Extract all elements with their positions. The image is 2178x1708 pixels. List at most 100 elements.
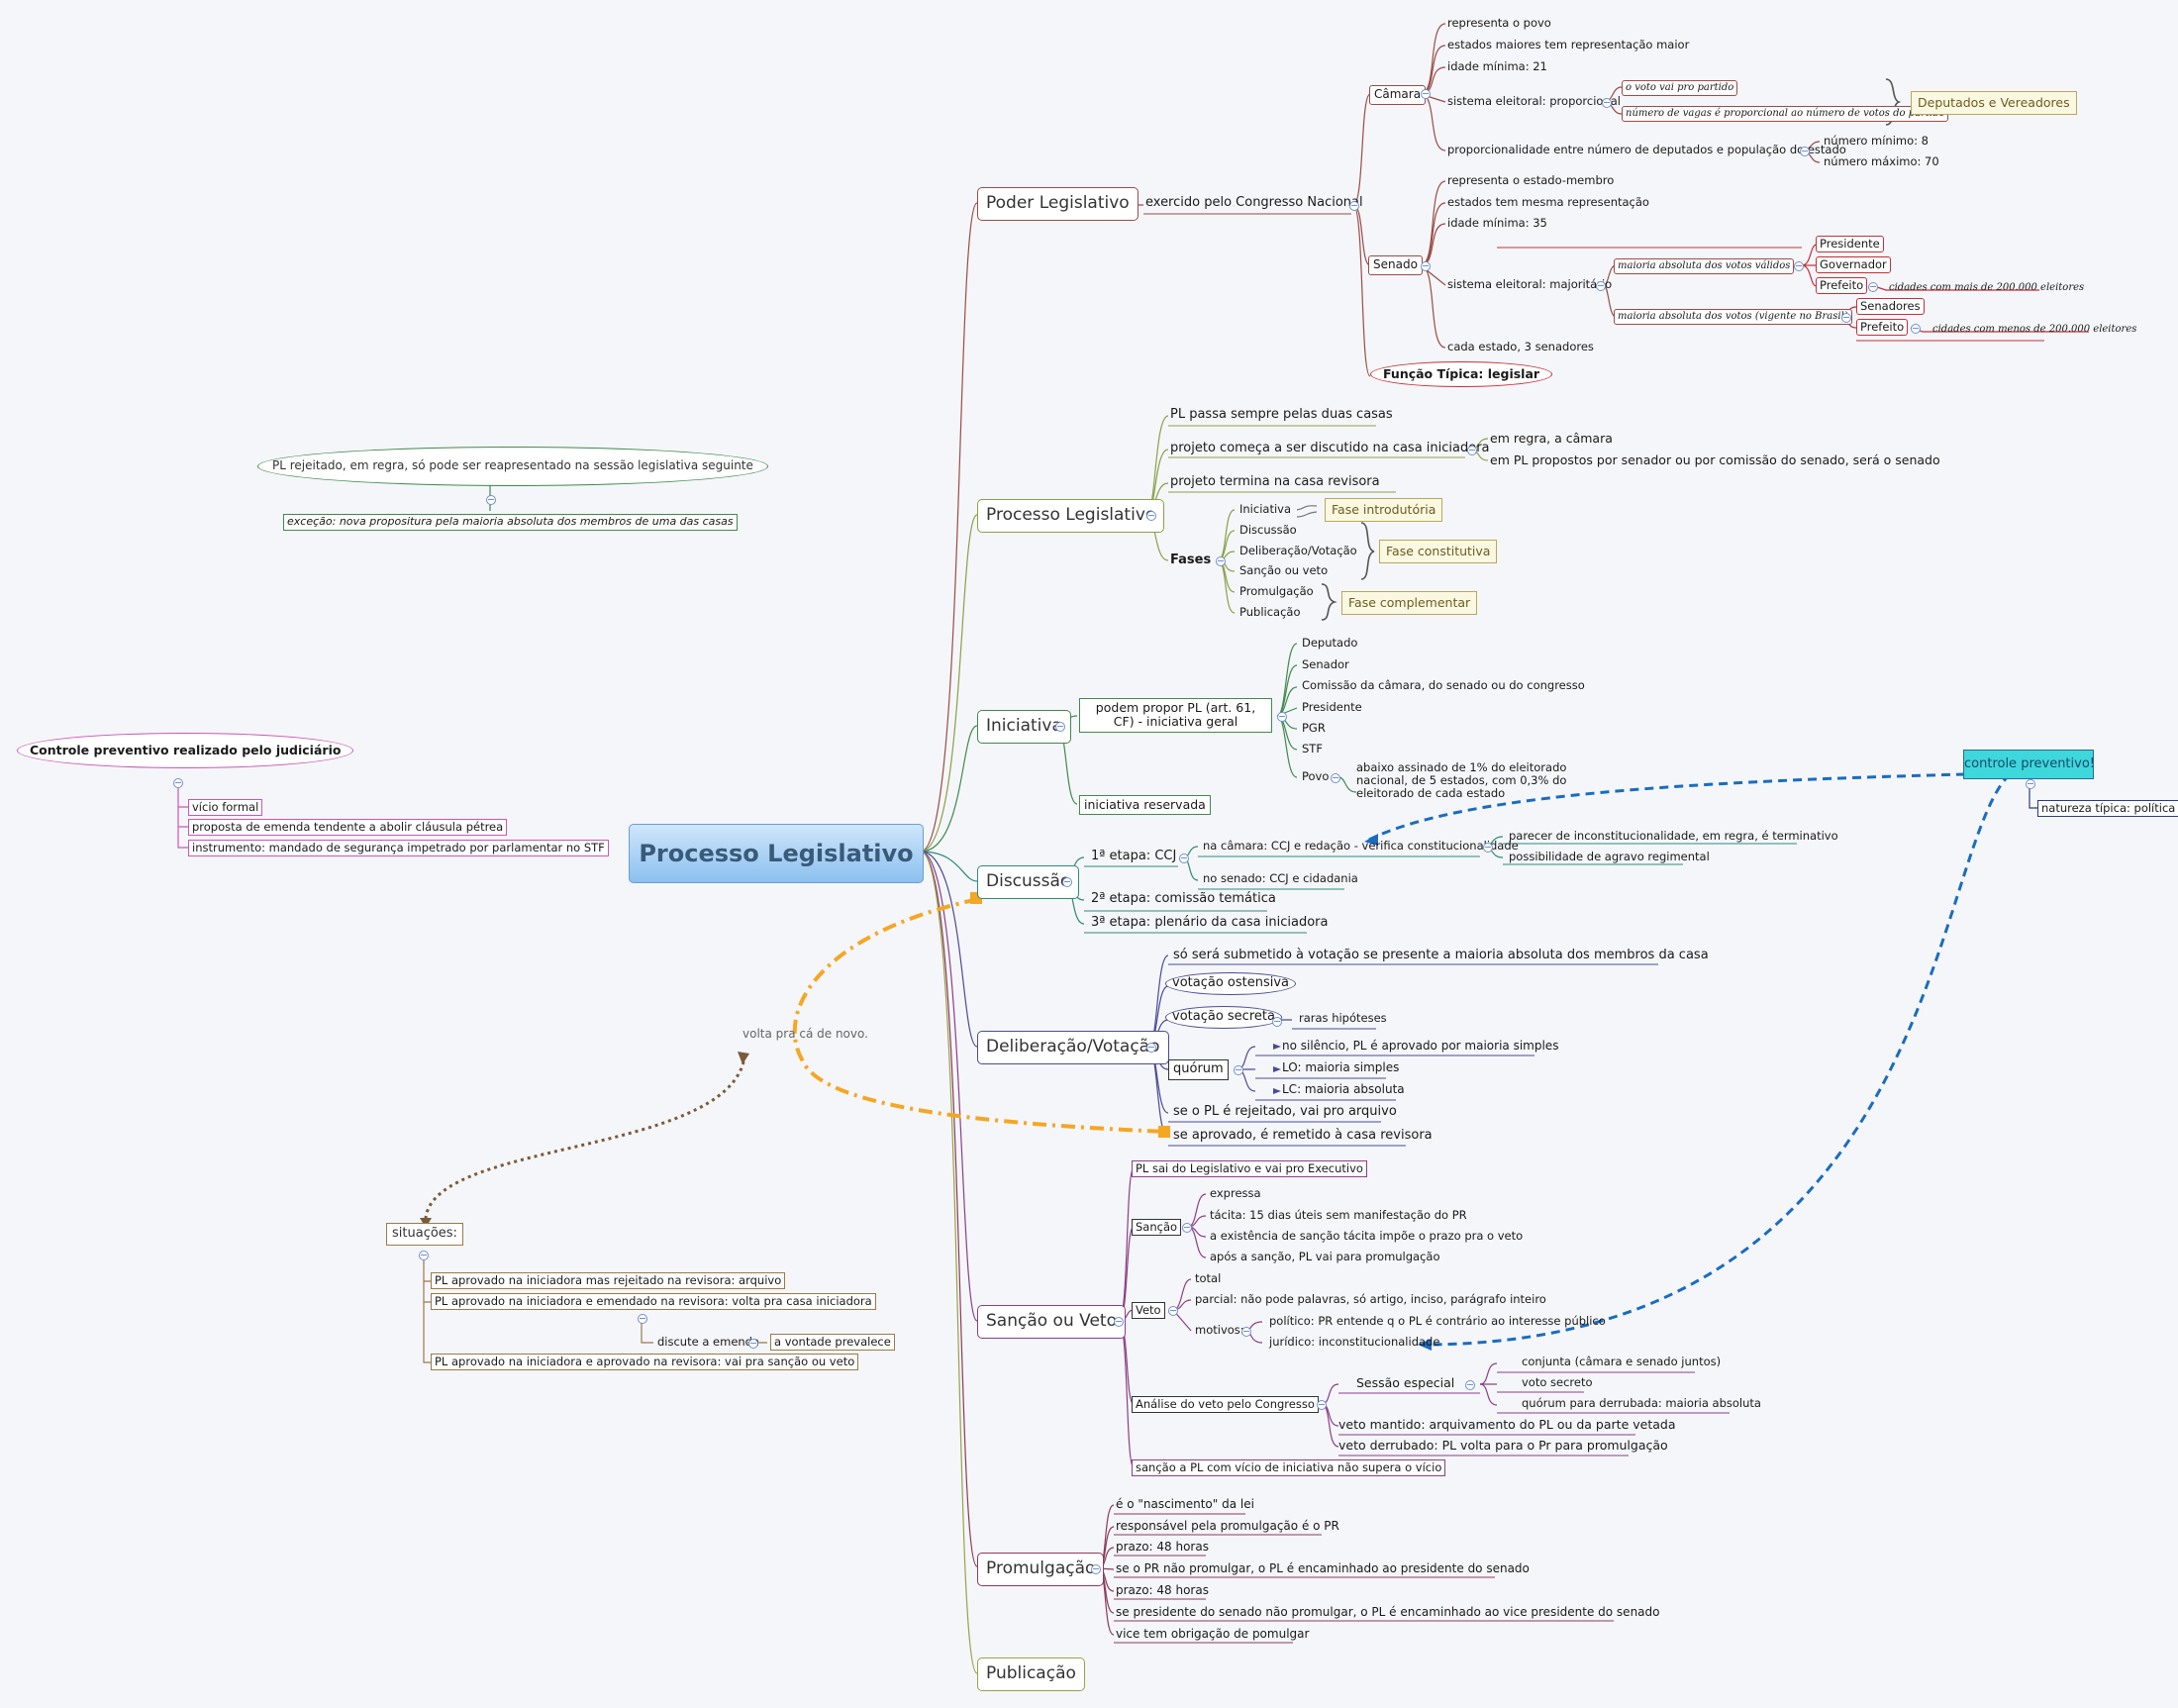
topic-promulgacao[interactable]: Promulgação (977, 1553, 1105, 1586)
topic-iniciativa[interactable]: Iniciativa (977, 710, 1071, 744)
fase-item: Deliberação/Votação (1239, 544, 1357, 557)
collapse-icon[interactable] (1467, 446, 1477, 455)
fase-complementar: Fase complementar (1341, 591, 1478, 616)
situacao-item: PL aprovado na iniciadora e aprovado na … (431, 1354, 859, 1371)
exercido-congresso[interactable]: exercido pelo Congresso Nacional (1145, 195, 1363, 210)
topic-sancao-veto[interactable]: Sanção ou Veto (977, 1305, 1126, 1339)
camara-node[interactable]: Câmara (1369, 85, 1427, 105)
controle-judiciario-node[interactable]: Controle preventivo realizado pelo judic… (17, 733, 354, 769)
etapa-comissao: 2ª etapa: comissão temática (1091, 891, 1276, 906)
root-topic[interactable]: Processo Legislativo (629, 824, 924, 883)
quorum-instalacao: só será submetido à votação se presente … (1173, 948, 1709, 962)
collapse-icon[interactable] (1317, 1400, 1327, 1410)
motivos-node: motivos: (1195, 1323, 1244, 1337)
vagas-proporcionais: número de vagas é proporcional ao número… (1622, 106, 1949, 122)
collapse-icon[interactable] (1146, 511, 1156, 521)
ccj-camara: na câmara: CCJ e redação - verifica cons… (1203, 839, 1519, 853)
sancao-node[interactable]: Sanção (1132, 1219, 1182, 1237)
senado-item: sistema eleitoral: majoritário (1447, 277, 1613, 291)
collapse-icon[interactable] (419, 1251, 429, 1260)
collapse-icon[interactable] (1216, 556, 1226, 566)
numero-minimo: número mínimo: 8 (1824, 134, 1929, 148)
collapse-icon[interactable] (1800, 147, 1810, 156)
topic-publicacao[interactable]: Publicação (977, 1658, 1085, 1691)
collapse-icon[interactable] (1062, 877, 1072, 887)
collapse-icon[interactable] (486, 495, 496, 505)
veto-item: parcial: não pode palavras, só artigo, i… (1195, 1292, 1546, 1306)
promulgacao-item: se presidente do senado não promulgar, o… (1116, 1605, 1660, 1619)
etapa-ccj: 1ª etapa: CCJ (1091, 849, 1177, 863)
collapse-icon[interactable] (2026, 779, 2035, 789)
promulgacao-item: se o PR não promulgar, o PL é encaminhad… (1116, 1561, 1530, 1575)
motivo-politico: político: PR entende q o PL é contrário … (1269, 1314, 1606, 1328)
analise-veto[interactable]: Análise do veto pelo Congresso (1132, 1396, 1319, 1414)
aprovado-revisora: se aprovado, é remetido à casa revisora (1173, 1128, 1433, 1143)
collapse-icon[interactable] (1146, 1043, 1156, 1053)
collapse-icon[interactable] (748, 1339, 758, 1349)
collapse-icon[interactable] (1272, 1017, 1282, 1027)
excecao-nova-propositura: exceção: nova propositura pela maioria a… (283, 514, 738, 531)
topic-processo-legislativo[interactable]: Processo Legislativo (977, 499, 1165, 533)
collapse-icon[interactable] (1241, 1327, 1251, 1337)
collapse-icon[interactable] (1114, 1317, 1124, 1327)
collapse-icon[interactable] (1331, 773, 1340, 783)
collapse-icon[interactable] (1868, 282, 1878, 292)
senado-node[interactable]: Senado (1368, 255, 1423, 275)
casa-iniciadora-excecao: em PL propostos por senador ou por comis… (1490, 452, 1940, 467)
iniciativa-reservada[interactable]: iniciativa reservada (1079, 795, 1211, 816)
controle-preventivo-node[interactable]: controle preventivo! (1963, 750, 2095, 779)
legitimado: Presidente (1302, 700, 1362, 714)
iniciativa-geral[interactable]: podem propor PL (art. 61, CF) - iniciati… (1079, 698, 1272, 733)
parecer-terminativo: parecer de inconstitucionalidade, em reg… (1509, 829, 1838, 843)
collapse-icon[interactable] (1234, 1065, 1243, 1075)
collapse-icon[interactable] (173, 778, 183, 788)
fases-node[interactable]: Fases (1170, 553, 1212, 567)
legitimado: PGR (1302, 721, 1326, 735)
funcao-tipica[interactable]: Função Típica: legislar (1370, 361, 1553, 388)
fase-item: Publicação (1239, 605, 1301, 619)
collapse-icon[interactable] (1168, 1306, 1178, 1316)
collapse-icon[interactable] (1055, 722, 1065, 732)
maioria-votos-brasil: maioria absoluta dos votos (vigente no B… (1614, 309, 1852, 325)
collapse-icon[interactable] (1794, 261, 1804, 271)
collapse-icon[interactable] (1911, 324, 1921, 334)
collapse-icon[interactable] (1349, 201, 1359, 211)
legitimado: STF (1302, 742, 1323, 755)
cargo-presidente: Presidente (1816, 236, 1884, 253)
topic-deliberacao[interactable]: Deliberação/Votação (977, 1031, 1169, 1064)
fase-item: Discussão (1239, 523, 1297, 537)
veto-node[interactable]: Veto (1132, 1302, 1165, 1320)
collapse-icon[interactable] (1841, 313, 1851, 323)
discute-emenda: discute a emenda (657, 1335, 760, 1349)
quorum-node[interactable]: quórum (1168, 1059, 1229, 1080)
collapse-icon[interactable] (1465, 1380, 1475, 1390)
processo-item: projeto termina na casa revisora (1170, 474, 1380, 489)
collapse-icon[interactable] (1483, 843, 1493, 853)
veto-mantido: veto mantido: arquivamento do PL ou da p… (1338, 1417, 1676, 1432)
volta-label: volta pra cá de novo. (742, 1027, 868, 1041)
collapse-icon[interactable] (1179, 854, 1189, 863)
collapse-icon[interactable] (1602, 98, 1612, 108)
senado-item: cada estado, 3 senadores (1447, 340, 1594, 353)
collapse-icon[interactable] (1596, 281, 1606, 291)
promulgacao-item: prazo: 48 horas (1116, 1540, 1209, 1554)
votacao-secreta[interactable]: votação secreta (1165, 1006, 1282, 1029)
legitimado-povo: Povo (1302, 769, 1330, 783)
collapse-icon[interactable] (1091, 1564, 1101, 1574)
fase-item: Promulgação (1239, 584, 1314, 598)
collapse-icon[interactable] (1421, 261, 1431, 271)
vontade-prevalece: a vontade prevalece (770, 1334, 895, 1352)
situacoes-node[interactable]: situações: (386, 1223, 463, 1246)
camara-item: sistema eleitoral: proporcional (1447, 94, 1621, 108)
collapse-icon[interactable] (638, 1314, 647, 1324)
legitimado: Deputado (1302, 636, 1358, 650)
collapse-icon[interactable] (1277, 712, 1287, 722)
voto-partido: o voto vai pro partido (1622, 80, 1738, 96)
promulgacao-item: vice tem obrigação de pomulgar (1116, 1627, 1310, 1641)
pl-rejeitado-node[interactable]: PL rejeitado, em regra, só pode ser reap… (257, 447, 768, 486)
collapse-icon[interactable] (1421, 89, 1431, 99)
topic-poder-legislativo[interactable]: Poder Legislativo (977, 187, 1138, 221)
votacao-ostensiva[interactable]: votação ostensiva (1165, 972, 1297, 995)
collapse-icon[interactable] (1182, 1223, 1192, 1233)
